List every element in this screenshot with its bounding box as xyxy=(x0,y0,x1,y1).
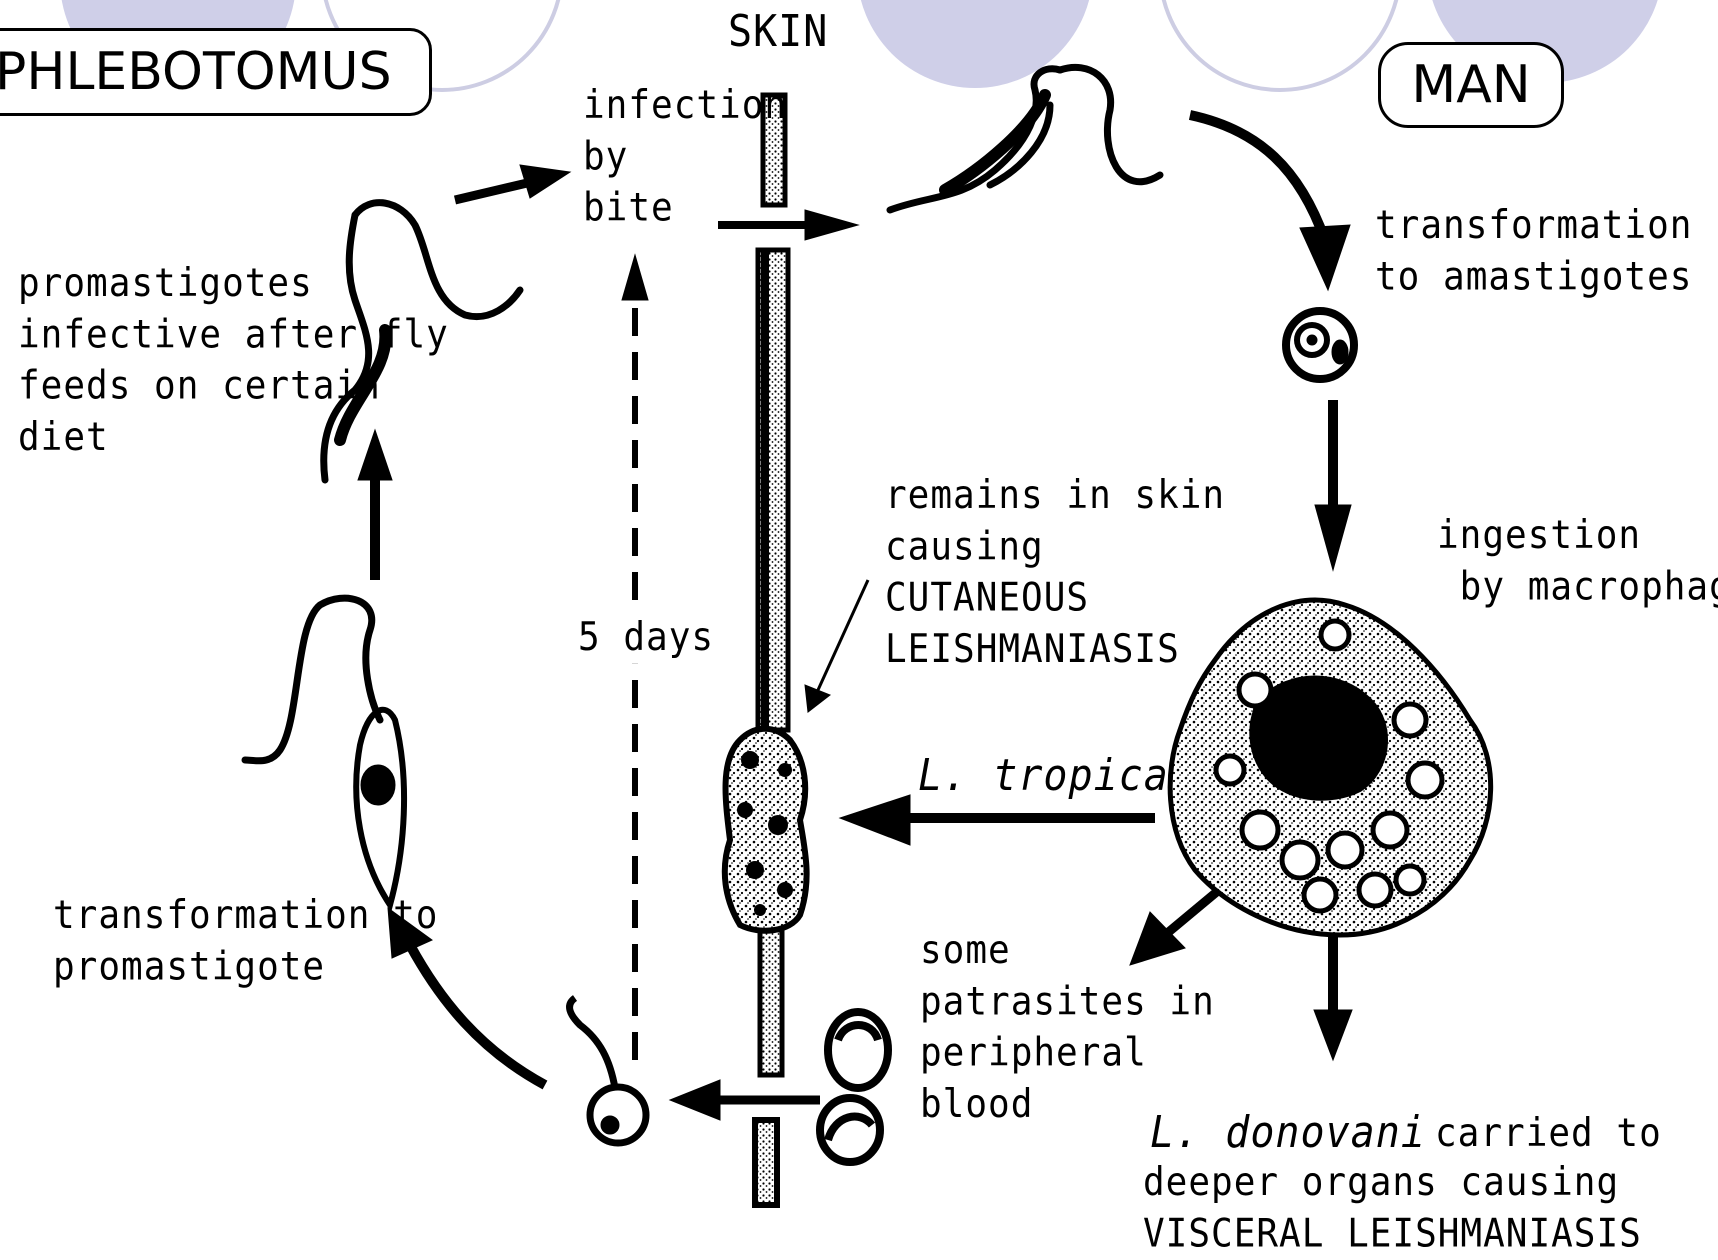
man-label: MAN xyxy=(1411,55,1530,115)
five-days-label: 5 days xyxy=(578,612,714,663)
ingestion-label: ingestion by macrophage xyxy=(1437,510,1718,613)
remains-in-skin-label: remains in skin causing CUTANEOUS LEISHM… xyxy=(885,470,1225,675)
l-tropica-label: L. tropica xyxy=(918,748,1169,805)
promastigote-injected xyxy=(890,67,1160,210)
promastigotes-infective-label: promastigotes infective after fly feeds … xyxy=(18,258,449,463)
some-parasites-label: some patrasites in peripheral blood xyxy=(920,925,1215,1130)
transformation-amastigotes-label: transformation to amastigotes xyxy=(1375,200,1692,303)
skin-label: SKIN xyxy=(728,4,828,61)
transformation-promastigote-label: transformation to promastigote xyxy=(53,890,438,993)
amastigote-fly xyxy=(570,998,646,1143)
phlebotomus-label: PHLEBOTOMUS xyxy=(0,42,392,102)
skin-lower-segment xyxy=(760,930,782,1075)
skin-bottom-segment xyxy=(755,1120,777,1205)
infection-label: infection by bite xyxy=(583,80,787,234)
deeper-organs-label: deeper organs causing VISCERAL LEISHMANI… xyxy=(1143,1157,1642,1260)
phlebotomus-box: PHLEBOTOMUS xyxy=(0,28,432,116)
carried-to-label: carried to xyxy=(1435,1108,1662,1159)
promastigote-transforming xyxy=(245,598,404,905)
blood-cells xyxy=(820,1012,888,1162)
l-donovani-label: L. donovani xyxy=(1150,1105,1426,1162)
amastigote-man xyxy=(1286,311,1354,379)
man-box: MAN xyxy=(1378,42,1564,128)
skin-lesion xyxy=(725,729,807,931)
skin-layer xyxy=(725,95,807,1205)
